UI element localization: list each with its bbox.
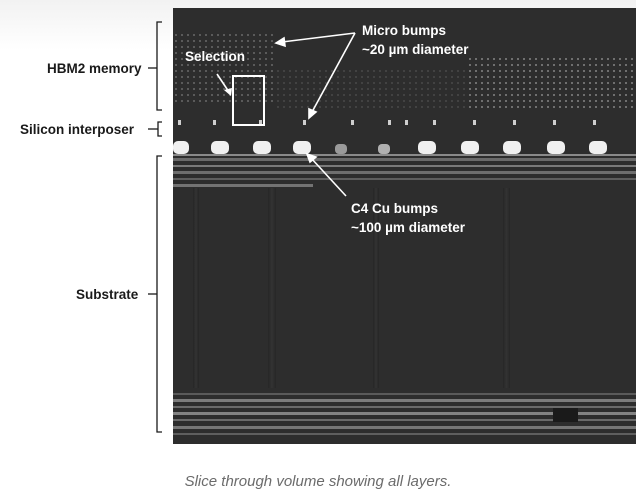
label-hbm2-memory: HBM2 memory [47,61,142,76]
substrate-bracket [156,155,162,433]
annotation-micro-bumps-size: ~20 µm diameter [362,42,469,57]
substrate-bottom-layers [173,393,636,435]
label-substrate: Substrate [76,287,139,302]
interposer-bracket [157,121,162,137]
hbm2-bracket [156,21,162,111]
cross-section-figure: HBM2 memory Silicon interposer Substrate… [20,8,636,444]
figure-caption: Slice through volume showing all layers. [184,473,452,490]
micro-bump-row [178,120,596,125]
c4-bump-row [173,141,607,154]
annotation-overlay [148,21,356,433]
annotation-c4-bumps-size: ~100 µm diameter [351,220,465,235]
label-silicon-interposer: Silicon interposer [20,122,135,137]
c4-bumps-arrow [305,152,347,197]
ct-slice-graphic [173,8,636,444]
annotation-micro-bumps-title: Micro bumps [362,23,447,38]
annotation-selection: Selection [185,49,246,64]
micro-bumps-arrows [274,32,356,120]
annotation-c4-bumps-title: C4 Cu bumps [351,201,439,216]
substrate-top-layers [173,158,636,187]
selection-box [232,75,265,126]
ct-slice-image [173,8,636,444]
selection-arrow [216,73,230,93]
